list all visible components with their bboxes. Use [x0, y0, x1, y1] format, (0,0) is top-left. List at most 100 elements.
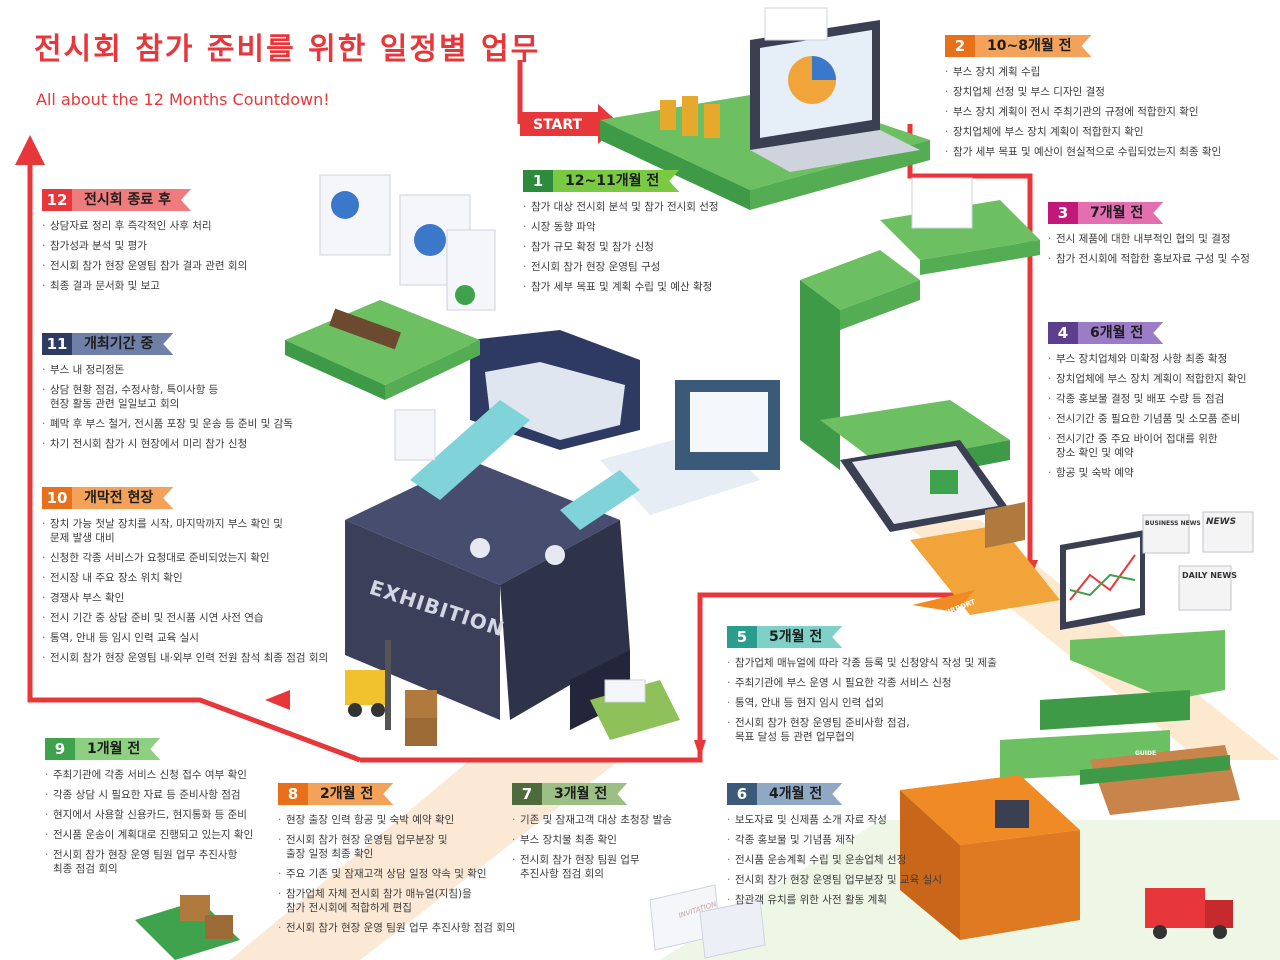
coin-stacks: [660, 96, 720, 138]
step-number: 4: [1048, 322, 1078, 344]
step-label: 개막전 현장: [72, 487, 173, 509]
step-number: 6: [727, 783, 757, 805]
step-item: 시장 동향 파악: [523, 220, 719, 234]
business-news-label: BUSINESS NEWS: [1145, 520, 1201, 527]
checklist-board: [911, 177, 973, 229]
step-item: 폐막 후 부스 철거, 전시품 포장 및 운송 등 준비 및 감독: [42, 417, 293, 431]
step-label: 10~8개월 전: [975, 35, 1091, 57]
step-items: 주최기관에 각종 서비스 신청 접수 여부 확인 각종 상담 시 필요한 자료 …: [45, 768, 253, 876]
down-arrow-mid: [694, 740, 706, 758]
escalator: [410, 400, 530, 500]
step-item: 항공 및 숙박 예약: [1048, 466, 1247, 480]
step-items: 상담자료 정리 후 즉각적인 사후 처리 참가성과 분석 및 평가 전시회 참가…: [42, 219, 247, 293]
step-9: 9 1개월 전 주최기관에 각종 서비스 신청 접수 여부 확인 각종 상담 시…: [45, 738, 253, 882]
step-item-line: 장치 가능 첫날 장치를 시작, 마지막까지 부스 확인 및: [50, 518, 283, 530]
step-item-line: 최종 점검 회의: [53, 863, 118, 875]
step-item-line: 목표 달성 등 관련 업무협의: [735, 731, 855, 743]
step-item: 주최기관에 각종 서비스 신청 접수 여부 확인: [45, 768, 253, 782]
step-items: 장치 가능 첫날 장치를 시작, 마지막까지 부스 확인 및문제 발생 대비 신…: [42, 517, 328, 665]
step-item-line: 전시기간 중 주요 바이어 접대를 위한: [1056, 433, 1218, 445]
step-item: 참가성과 분석 및 평가: [42, 239, 247, 253]
step-item: 부스 장치 계획이 전시 주최기관의 규정에 적합한지 확인: [945, 105, 1221, 119]
step-item: 전시회 참가 현장 운영팀 내·외부 인력 전원 참석 최종 점검 회의: [42, 651, 328, 665]
newspaper-1: [1142, 514, 1190, 554]
page-title: 전시회 참가 준비를 위한 일정별 업무: [34, 32, 541, 67]
step-8: 8 2개월 전 현장 출장 인력 항공 및 숙박 예약 확인 전시회 참가 현장…: [278, 783, 516, 941]
step-item: 전시품 운송이 계획대로 진행되고 있는지 확인: [45, 828, 253, 842]
document-sheet: [394, 409, 436, 461]
step-item: 기존 및 잠재고객 대상 초청장 발송: [512, 813, 672, 827]
step-items: 보도자료 및 신제품 소개 자료 작성 각종 홍보물 및 기념품 제작 전시품 …: [727, 813, 942, 907]
step-item: 부스 내 정리정돈: [42, 363, 293, 377]
step-item-line: 참가 전시회에 적합하게 편집: [286, 902, 412, 914]
step-item: 참가 규모 확정 및 참가 신청: [523, 240, 719, 254]
step-number: 11: [42, 333, 72, 355]
step-item: 전시회 참가 현장 운영팀 준비사항 점검, 목표 달성 등 관련 업무협의: [727, 716, 997, 744]
step-number: 3: [1048, 202, 1078, 224]
forklift: [345, 670, 385, 705]
step-item: 현지에서 사용할 신용카드, 현지통화 등 준비: [45, 808, 253, 822]
step-item: 전시회 참가 현장 운영팀 구성: [523, 260, 719, 274]
left-arrow: [265, 690, 290, 710]
step-item: 각종 홍보물 결정 및 배포 수량 등 점검: [1048, 392, 1247, 406]
step-6: 6 4개월 전 보도자료 및 신제품 소개 자료 작성 각종 홍보물 및 기념품…: [727, 783, 942, 913]
step-label: 개최기간 중: [72, 333, 173, 355]
step-label: 4개월 전: [757, 783, 842, 805]
step-item: 전시장 내 주요 장소 위치 확인: [42, 571, 328, 585]
chart-panel-3: [446, 229, 496, 311]
step-item: 참가업체 매뉴얼에 따라 각종 등록 및 신청양식 작성 및 제출: [727, 656, 997, 670]
step-items: 기존 및 잠재고객 대상 초청장 발송 부스 장치물 최종 확인 전시회 참가 …: [512, 813, 672, 881]
step-item: 장치업체에 부스 장치 계획이 적합한지 확인: [1048, 372, 1247, 386]
step-5: 5 5개월 전 참가업체 매뉴얼에 따라 각종 등록 및 신청양식 작성 및 제…: [727, 626, 997, 750]
step-label: 3개월 전: [542, 783, 627, 805]
step-label: 5개월 전: [757, 626, 842, 648]
step-items: 전시 제품에 대한 내부적인 협의 및 결정 참가 전시회에 적합한 홍보자료 …: [1048, 232, 1250, 266]
step-number: 7: [512, 783, 542, 805]
step-item-line: 추진사항 점검 회의: [520, 868, 604, 880]
step-item: 전시회 참가 현장 운영 팀원 업무 추진사항 점검 회의: [278, 921, 516, 935]
step-item: 현장 출장 인력 항공 및 숙박 예약 확인: [278, 813, 516, 827]
meeting-table: [329, 308, 401, 350]
step-item: 장치업체에 부스 장치 계획이 적합한지 확인: [945, 125, 1221, 139]
step-item: 전시회 참가 현장 운영팀 업무분장 및출장 일정 최종 확인: [278, 833, 516, 861]
step-item: 통역, 안내 등 현지 임시 인력 섭외: [727, 696, 997, 710]
step-label: 12~11개월 전: [553, 170, 679, 192]
step-item: 각종 홍보물 및 기념품 제작: [727, 833, 942, 847]
step-11: 11 개최기간 중 부스 내 정리정돈 상담 현황 점검, 수정사항, 특이사항…: [42, 333, 293, 457]
step-10: 10 개막전 현장 장치 가능 첫날 장치를 시작, 마지막까지 부스 확인 및…: [42, 487, 328, 671]
step-item-line: 전시회 참가 현장 팀원 업무: [520, 854, 640, 866]
step-label: 7개월 전: [1078, 202, 1163, 224]
daily-news-label: DAILY NEWS: [1182, 571, 1237, 580]
step-items: 부스 내 정리정돈 상담 현황 점검, 수정사항, 특이사항 등현장 활동 관련…: [42, 363, 293, 451]
truck-body: [1145, 888, 1205, 928]
step-item-line: 전시회 참가 현장 운영팀 업무분장 및: [286, 834, 448, 846]
step-3: 3 7개월 전 전시 제품에 대한 내부적인 협의 및 결정 참가 전시회에 적…: [1048, 202, 1250, 272]
step-item: 전시품 운송계획 수립 및 운송업체 선정: [727, 853, 942, 867]
chart-board: [764, 7, 828, 41]
cargo-box-2: [405, 718, 437, 746]
step-item: 전시회 참가 현장 운영팀 업무분장 및 교육 실시: [727, 873, 942, 887]
step-12: 12 전시회 종료 후 상담자료 정리 후 즉각적인 사후 처리 참가성과 분석…: [42, 189, 247, 299]
step-items: 부스 장치업체와 미확정 사항 최종 확정 장치업체에 부스 장치 계획이 적합…: [1048, 352, 1247, 480]
runway: [910, 525, 1060, 615]
up-arrow-left: [15, 135, 45, 165]
step-item-line: 출장 일정 최종 확인: [286, 848, 374, 860]
step-items: 참가업체 매뉴얼에 따라 각종 등록 및 신청양식 작성 및 제출 주최기관에 …: [727, 656, 997, 744]
step-number: 10: [42, 487, 72, 509]
step-item-line: 전시회 참가 현장 운영팀 준비사항 점검,: [735, 717, 910, 729]
step-item: 각종 상담 시 필요한 자료 등 준비사항 점검: [45, 788, 253, 802]
step-item: 전시 제품에 대한 내부적인 협의 및 결정: [1048, 232, 1250, 246]
step-item: 참가 전시회에 적합한 홍보자료 구성 및 수정: [1048, 252, 1250, 266]
guide-label: GUIDE: [1135, 750, 1157, 757]
step-item: 주최기관에 부스 운영 시 필요한 각종 서비스 신청: [727, 676, 997, 690]
step-item: 최종 결과 문서화 및 보고: [42, 279, 247, 293]
step-item: 전시기간 중 필요한 기념품 및 소모품 준비: [1048, 412, 1247, 426]
step-1: 1 12~11개월 전 참가 대상 전시회 분석 및 참가 전시회 선정 시장 …: [523, 170, 719, 300]
step-item: 상담 현황 점검, 수정사항, 특이사항 등현장 활동 관련 일일보고 회의: [42, 383, 293, 411]
laptop-base: [750, 130, 920, 172]
step-item: 전시 기간 중 상담 준비 및 전시품 시연 사전 연습: [42, 611, 328, 625]
page-subtitle: All about the 12 Months Countdown!: [36, 90, 330, 109]
step-item: 참가업체 자체 전시회 참가 매뉴얼(지침)을참가 전시회에 적합하게 편집: [278, 887, 516, 915]
stairs-platform: [1070, 630, 1225, 700]
